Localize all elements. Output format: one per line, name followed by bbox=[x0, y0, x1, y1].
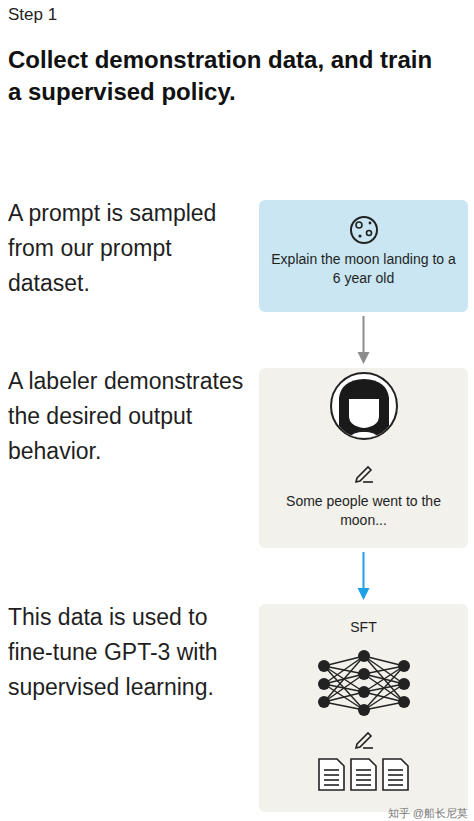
watermark: 知乎 @船长尼莫 bbox=[388, 806, 468, 820]
network-link bbox=[324, 656, 364, 702]
document-line bbox=[388, 784, 403, 786]
network-dot bbox=[358, 668, 370, 680]
document-icon bbox=[383, 759, 408, 790]
arrow-head bbox=[358, 352, 370, 364]
prompt-box: Explain the moon landing to a 6 year old bbox=[259, 200, 468, 312]
network-dot bbox=[358, 704, 370, 716]
network-link bbox=[364, 684, 404, 710]
document-line bbox=[356, 779, 371, 781]
network-dot bbox=[318, 696, 330, 708]
arrow-head bbox=[358, 588, 370, 600]
network-dot bbox=[318, 678, 330, 690]
document-line bbox=[324, 774, 339, 776]
network-link bbox=[324, 692, 364, 702]
labeler-box: Some people went to the moon... bbox=[259, 368, 468, 548]
title: Collect demonstration data, and train a … bbox=[8, 44, 448, 108]
network-dot bbox=[318, 660, 330, 672]
network-link bbox=[324, 666, 364, 710]
node-text: Some people went to the moon... bbox=[259, 492, 468, 530]
network-dot bbox=[358, 686, 370, 698]
network-dot bbox=[398, 660, 410, 672]
network-dot bbox=[398, 678, 410, 690]
document-icon bbox=[319, 759, 344, 790]
sft-box: SFT bbox=[259, 604, 468, 812]
network-link bbox=[364, 702, 404, 710]
document-line bbox=[388, 774, 403, 776]
document-icon bbox=[351, 759, 376, 790]
side-note: A prompt is sampled from our prompt data… bbox=[8, 196, 244, 301]
document-line bbox=[324, 769, 339, 771]
labeler-icon bbox=[259, 368, 469, 488]
document-line bbox=[356, 784, 371, 786]
network-link bbox=[364, 666, 404, 710]
network-link bbox=[324, 702, 364, 710]
step-label: Step 1 bbox=[8, 4, 57, 26]
document-line bbox=[388, 779, 403, 781]
document-line bbox=[324, 779, 339, 781]
arrow-connector bbox=[358, 552, 370, 600]
document-line bbox=[356, 774, 371, 776]
document-line bbox=[324, 784, 339, 786]
document-line bbox=[388, 769, 403, 771]
network-link bbox=[324, 674, 364, 702]
document-line bbox=[356, 769, 371, 771]
network-dot bbox=[358, 650, 370, 662]
network-link bbox=[364, 656, 404, 702]
side-note: This data is used to fine-tune GPT-3 wit… bbox=[8, 600, 244, 705]
side-note: A labeler demonstrates the desired outpu… bbox=[8, 364, 244, 469]
network-dot bbox=[398, 696, 410, 708]
node-text: Explain the moon landing to a 6 year old bbox=[259, 250, 468, 288]
arrow-connector bbox=[358, 316, 370, 364]
node-text: SFT bbox=[259, 618, 468, 637]
